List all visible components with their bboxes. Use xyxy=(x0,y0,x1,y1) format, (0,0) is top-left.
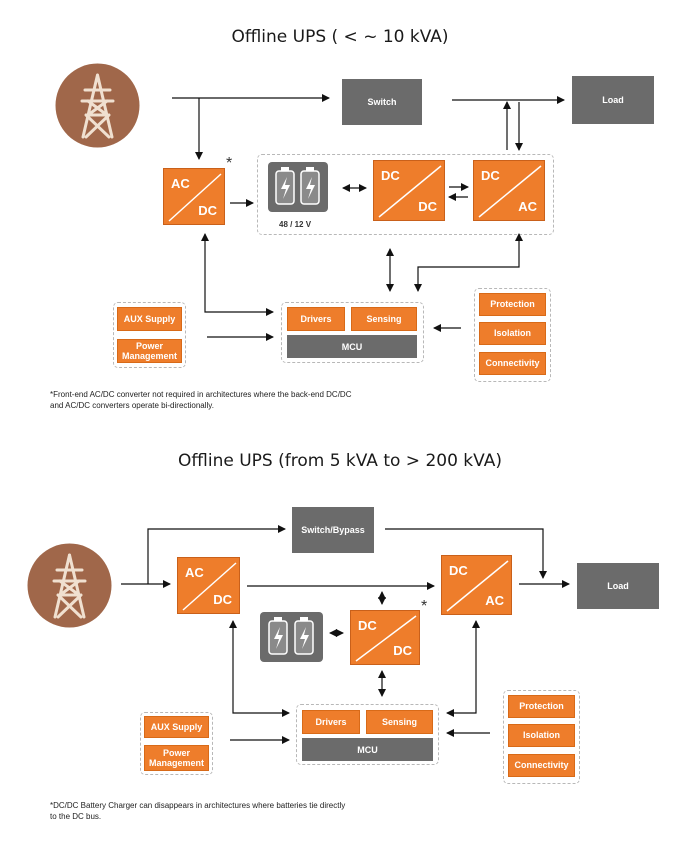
battery-voltage-label: 48 / 12 V xyxy=(279,220,312,229)
diagram1-title: Offline UPS ( < ~ 10 kVA) xyxy=(231,27,449,47)
switch-bypass-box: Switch/Bypass xyxy=(292,507,374,553)
diagram2-title: Offline UPS (from 5 kVA to > 200 kVA) xyxy=(178,451,502,471)
converter-group xyxy=(257,154,554,235)
mcu-group xyxy=(296,704,439,765)
battery-icon xyxy=(268,162,328,212)
aux-supply-block: AUX Supply xyxy=(144,716,209,738)
protection-block: Protection xyxy=(508,695,575,718)
mcu-group xyxy=(281,302,424,363)
protection-group xyxy=(503,690,580,784)
power-tower-icon xyxy=(27,543,112,628)
mcu-block: MCU xyxy=(287,335,417,358)
power-management-block: Power Management xyxy=(144,745,209,771)
footnote: *DC/DC Battery Charger can disappears in… xyxy=(50,801,346,821)
isolation-block: Isolation xyxy=(508,724,575,747)
footnote-star: * xyxy=(421,598,428,615)
isolation-block: Isolation xyxy=(479,322,546,345)
load-box: Load xyxy=(577,563,659,609)
connectivity-block: Connectivity xyxy=(479,352,546,375)
protection-block: Protection xyxy=(479,293,546,316)
footnote-star: * xyxy=(226,155,233,172)
connectivity-block: Connectivity xyxy=(508,754,575,777)
power-management-block: Power Management xyxy=(117,339,182,363)
aux-group xyxy=(113,302,186,368)
load-box: Load xyxy=(572,76,654,124)
drivers-block: Drivers xyxy=(287,307,345,331)
power-tower-icon xyxy=(55,63,140,148)
sensing-block: Sensing xyxy=(351,307,417,331)
switch-box: Switch xyxy=(342,79,422,125)
mcu-block: MCU xyxy=(302,738,433,761)
footnote: *Front-end AC/DC converter not required … xyxy=(50,390,352,410)
sensing-block: Sensing xyxy=(366,710,433,734)
aux-supply-block: AUX Supply xyxy=(117,307,182,331)
drivers-block: Drivers xyxy=(302,710,360,734)
aux-group xyxy=(140,712,213,775)
